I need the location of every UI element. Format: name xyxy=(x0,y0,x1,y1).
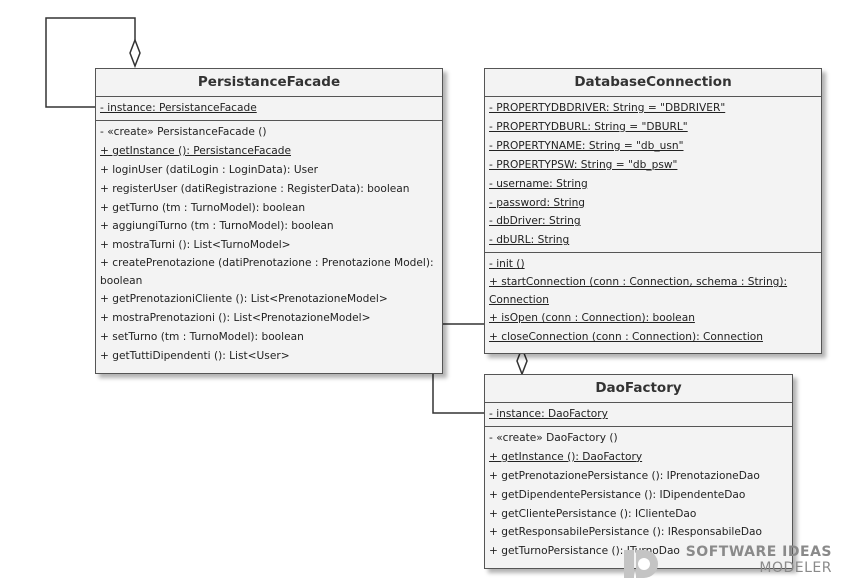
attributes-section: - instance: PersistanceFacade xyxy=(96,97,442,121)
attribute-item: - PROPERTYDBURL: String = "DBURL" xyxy=(489,120,688,133)
operation-item: + setTurno (tm : TurnoModel): boolean xyxy=(100,331,304,344)
class-name: DaoFactory xyxy=(485,375,792,403)
software-ideas-logo-icon xyxy=(624,550,658,578)
operation-item: + getPrenotazionePersistance (): IPrenot… xyxy=(489,469,760,482)
operation-item: + getInstance (): PersistanceFacade xyxy=(100,144,292,157)
attribute-item: - instance: DaoFactory xyxy=(489,408,608,420)
attribute-item: - PROPERTYDBDRIVER: String = "DBDRIVER" xyxy=(489,102,726,114)
class-persistance-facade[interactable]: PersistanceFacade - instance: Persistanc… xyxy=(95,68,443,374)
facade-daofactory-line xyxy=(432,374,484,414)
operation-item: + createPrenotazione (datiPrenotazione :… xyxy=(100,257,434,287)
attribute-item: - dbDriver: String xyxy=(489,215,581,228)
operations-section: - init () + startConnection (conn : Conne… xyxy=(485,253,821,349)
watermark: SOFTWARE IDEAS MODELER xyxy=(622,542,838,582)
attribute-item: - PROPERTYPSW: String = "db_psw" xyxy=(489,158,678,171)
watermark-line1: SOFTWARE IDEAS xyxy=(685,544,832,560)
operation-item: + startConnection (conn : Connection, sc… xyxy=(489,276,788,306)
operation-item: + getTuttiDipendenti (): List<User> xyxy=(100,350,290,363)
operation-item: + getInstance (): DaoFactory xyxy=(489,450,643,463)
operation-item: - «create» PersistanceFacade () xyxy=(100,125,267,138)
operation-item: - «create» DaoFactory () xyxy=(489,431,618,444)
operation-item: + getDipendentePersistance (): IDipenden… xyxy=(489,488,746,501)
operation-item: + getResponsabilePersistance (): IRespon… xyxy=(489,526,762,539)
operation-item: + registerUser (datiRegistrazione : Regi… xyxy=(100,182,410,195)
aggregation-diamond-self xyxy=(129,37,141,69)
attribute-item: - password: String xyxy=(489,196,586,209)
watermark-line2: MODELER xyxy=(759,560,832,576)
attributes-section: - instance: DaoFactory xyxy=(485,403,792,427)
operation-item: + getClientePersistance (): IClienteDao xyxy=(489,507,697,520)
operation-item: + isOpen (conn : Connection): boolean xyxy=(489,312,695,325)
operation-item: + getPrenotazioniCliente (): List<Prenot… xyxy=(100,293,388,306)
operation-item: + getTurno (tm : TurnoModel): boolean xyxy=(100,201,306,214)
class-name: PersistanceFacade xyxy=(96,69,442,97)
class-database-connection[interactable]: DatabaseConnection - PROPERTYDBDRIVER: S… xyxy=(484,68,822,354)
attributes-section: - PROPERTYDBDRIVER: String = "DBDRIVER" -… xyxy=(485,97,821,254)
operations-section: - «create» DaoFactory () + getInstance ()… xyxy=(485,427,792,563)
self-association-line xyxy=(45,17,136,108)
attribute-item: - dbURL: String xyxy=(489,234,570,247)
operation-item: + mostraTurni (): List<TurnoModel> xyxy=(100,239,291,252)
operation-item: + loginUser (datiLogin : LoginData): Use… xyxy=(100,163,318,176)
attribute-item: - PROPERTYNAME: String = "db_usn" xyxy=(489,139,684,152)
attribute-item: - instance: PersistanceFacade xyxy=(100,102,257,114)
operation-item: - init () xyxy=(489,258,525,271)
attribute-item: - username: String xyxy=(489,177,588,190)
class-dao-factory[interactable]: DaoFactory - instance: DaoFactory - «cre… xyxy=(484,374,793,569)
class-name: DatabaseConnection xyxy=(485,69,821,97)
operations-section: - «create» PersistanceFacade () + getInst… xyxy=(96,121,442,368)
operation-item: + mostraPrenotazioni (): List<Prenotazio… xyxy=(100,312,371,325)
operation-item: + aggiungiTurno (tm : TurnoModel): boole… xyxy=(100,220,334,233)
operation-item: + closeConnection (conn : Connection): C… xyxy=(489,331,763,344)
